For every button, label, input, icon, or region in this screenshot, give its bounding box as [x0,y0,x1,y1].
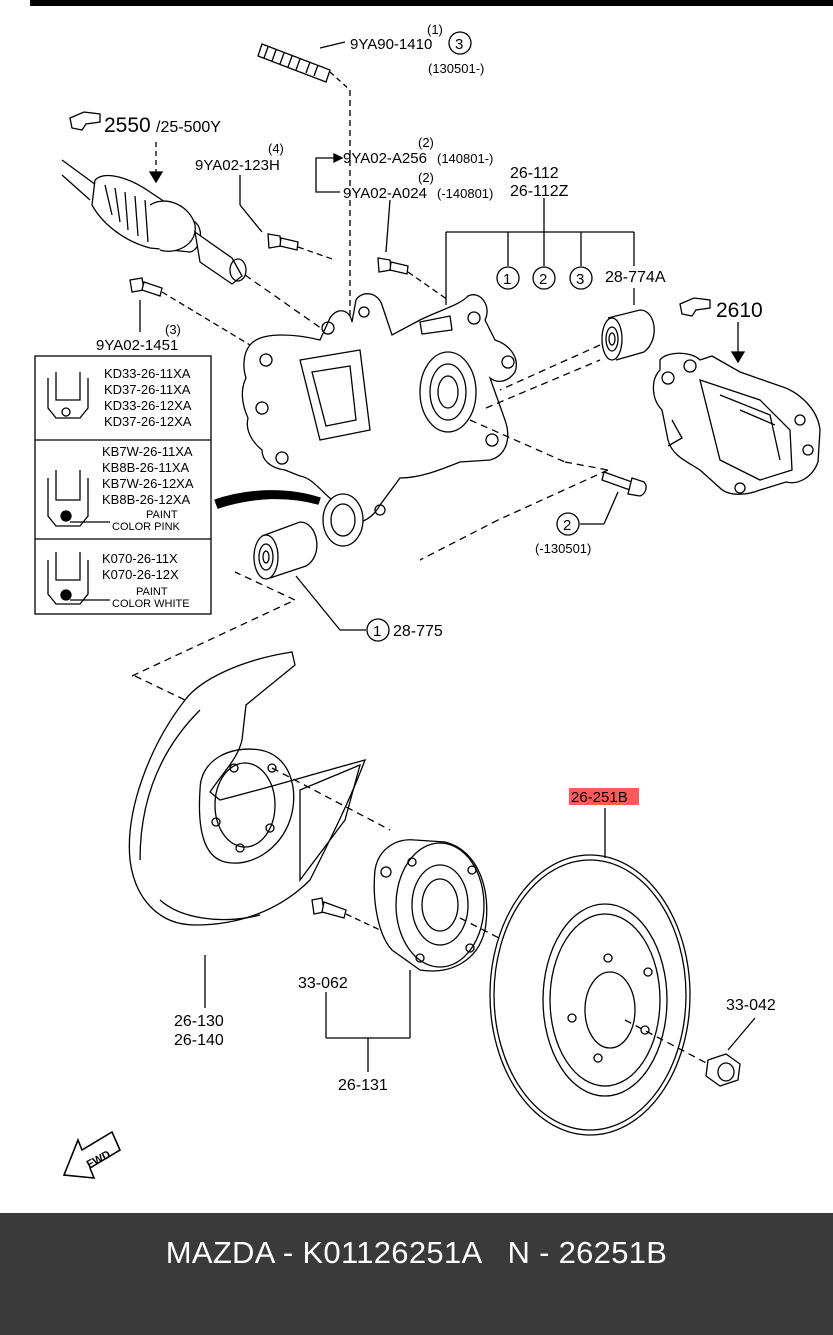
caliper-drawing [652,322,821,495]
legend-code: KB8B-26-11XA [102,460,190,475]
bolt-a256-qty: (2) [418,135,434,150]
stud-qty: (1) [427,22,443,37]
legend-paint: PAINT [136,586,168,598]
bolt-123h-part-number: 9YA02-123H [195,157,280,174]
bolt-a256-drawing [377,257,449,301]
legend-box [34,355,212,615]
nut-part-number: 33-042 [726,997,776,1014]
legend-paint-color: COLOR WHITE [112,598,190,610]
legend-code: KD37-26-12XA [104,414,192,429]
bushing-775-drawing [253,521,318,580]
knuckle-drawing [241,293,609,547]
rotor-highlight [569,788,639,805]
shield-part-number-2: 26-140 [174,1032,224,1049]
stud-ref-number: 3 [455,36,463,53]
shield-part-number-1: 26-130 [174,1013,224,1030]
lug-nut-drawing [705,1053,741,1087]
legend-code: K070-26-12X [102,567,179,582]
knuckle-part-number-2: 26-112Z [510,183,569,200]
hand-pointer-icon [69,111,101,131]
legend-paint: PAINT [146,509,178,521]
bolt-a024-date: (-140801) [437,186,493,201]
hub-drawing [373,839,601,991]
bolt-1451-drawing [129,277,251,346]
footer-part-info: MAZDA - K01126251A N - 26251B [165,1235,668,1270]
ref-2550-sub: /25-500Y [156,119,221,136]
bolt-1451-part-number: 9YA02-1451 [96,337,178,354]
hub-bolt-part-number: 33-062 [298,975,348,992]
bolt-123h-drawing [267,233,336,261]
stud-date: (130501-) [428,61,484,76]
hand-pointer-2610-icon [679,297,711,317]
knuckle-ref-3: 3 [576,271,584,288]
legend-code: KD33-26-11XA [104,366,191,381]
legend-code: KD33-26-12XA [104,398,192,413]
legend-text: KD33-26-11XA KD37-26-11XA KD33-26-12XA K… [102,366,194,610]
rotor-part-number[interactable]: 26-251B [571,789,628,806]
legend-code: KD37-26-11XA [104,382,191,397]
legend-code: KB8B-26-12XA [102,492,190,507]
bolt-a024-part-number: 9YA02-A024 [343,185,427,202]
hub-part-number: 26-131 [338,1077,388,1094]
bolt-1451-qty: (3) [165,322,181,337]
diagram-frame: (1) 9YA90-1410 3 (130501-) 2550 /25-500Y… [30,0,833,1179]
ref-2610: 2610 [716,299,763,322]
legend-code: KB7W-26-11XA [102,444,193,459]
stud-part-number: 9YA90-1410 [350,36,432,53]
caliper-bolt-date: (-130501) [535,541,591,556]
brake-rotor-drawing [489,854,691,1136]
dust-shield-drawing [128,651,391,926]
parts-diagram: (1) 9YA90-1410 3 (130501-) 2550 /25-500Y… [34,22,821,1179]
bushing-774a-drawing [499,309,655,391]
bolt-123h-qty: (4) [268,141,284,156]
legend-paint-color: COLOR PINK [112,521,181,533]
legend-code: K070-26-11X [102,551,178,566]
top-border [30,0,833,6]
bolt-a256-part-number: 9YA02-A256 [343,150,427,167]
bolt-a256-date: (140801-) [437,151,493,166]
knuckle-ref-2: 2 [539,271,547,288]
ref-2550: 2550 [104,114,151,137]
bushing-775-part-number: 28-775 [393,623,443,640]
knuckle-part-number-1: 26-112 [510,165,559,182]
bushing-775-ref: 1 [373,623,381,640]
bushing-774a-part-number: 28-774A [605,269,666,286]
hub-bolt-drawing [311,897,381,931]
caliper-bolt-ref: 2 [563,517,571,534]
drive-shaft-drawing [61,142,346,346]
footer-bar: MAZDA - K01126251A N - 26251B [0,1213,833,1335]
wheel-stud-drawing [257,41,351,330]
legend-code: KB7W-26-12XA [102,476,194,491]
bolt-a024-qty: (2) [418,170,434,185]
caliper-bolt-drawing [601,471,647,497]
knuckle-ref-1: 1 [503,271,511,288]
fwd-arrow-icon [62,1130,122,1179]
